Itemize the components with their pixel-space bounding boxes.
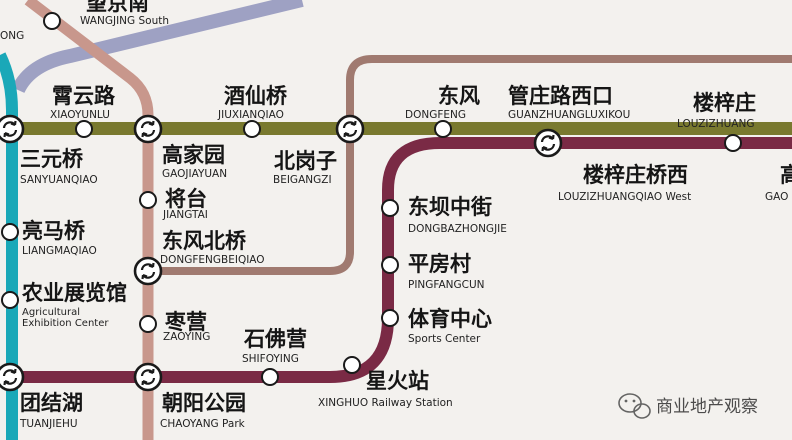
station-dot-tiyu-zhongxin[interactable] xyxy=(381,309,399,327)
label-gao-cut-cn: 高 xyxy=(780,163,792,187)
label-tiyu-zhongxin-cn: 体育中心 xyxy=(408,307,492,331)
label-dongfengbeiqiao-en: DONGFENGBEIQIAO xyxy=(160,254,265,266)
label-wangjing-south-en: WANGJING South xyxy=(80,15,169,27)
label-liangmaqiao-cn: 亮马桥 xyxy=(22,219,86,243)
transfer-icon-beigangzi[interactable] xyxy=(335,114,365,144)
label-louzizhuang-cn: 楼梓庄 xyxy=(693,91,756,115)
label-tiyu-zhongxin-en: Sports Center xyxy=(408,333,481,345)
transfer-icon-chaoyang-park[interactable] xyxy=(133,362,163,392)
label-sanyuanqiao-cn: 三元桥 xyxy=(20,147,84,171)
label-dongfeng-en: DONGFENG xyxy=(405,109,466,121)
line-teal xyxy=(0,52,18,440)
station-dot-pingfangcun[interactable] xyxy=(381,256,399,274)
label-beigangzi-cn: 北岗子 xyxy=(274,149,337,173)
station-dot-louzizhuang[interactable] xyxy=(724,134,742,152)
transfer-icon-dongfengbeiqiao[interactable] xyxy=(133,256,163,286)
label-jiangtai-en: JIANGTAI xyxy=(162,209,208,221)
station-dot-dongfeng[interactable] xyxy=(434,120,452,138)
label-pingfangcun-en: PINGFANGCUN xyxy=(408,279,485,291)
label-dongfengbeiqiao-cn: 东风北桥 xyxy=(162,229,247,253)
label-tuanjiehu-en: TUANJIEHU xyxy=(19,418,78,430)
label-gaojiayuan-cn: 高家园 xyxy=(162,143,225,167)
line-brown xyxy=(148,55,792,275)
station-dot-xiaoyunlu[interactable] xyxy=(75,120,93,138)
label-dongfeng-cn: 东风 xyxy=(438,84,480,108)
label-jiuxianqiao-en: JIUXIANQIAO xyxy=(217,109,284,121)
line-olive xyxy=(0,122,792,135)
label-left-cut-en: ONG xyxy=(0,30,24,42)
label-louzizhuangqiao-west-en: LOUZIZHUANGQIAO West xyxy=(558,191,691,203)
station-dot-nongye[interactable] xyxy=(1,291,19,309)
label-jiuxianqiao-cn: 酒仙桥 xyxy=(224,84,288,108)
watermark: 商业地产观察 xyxy=(618,393,758,419)
transfer-icon-tuanjiehu[interactable] xyxy=(0,362,25,392)
station-dot-wangjing-south[interactable] xyxy=(43,12,61,30)
line-lavender xyxy=(11,0,304,94)
label-beigangzi-en: BEIGANGZI xyxy=(273,174,332,186)
label-tuanjiehu-cn: 团结湖 xyxy=(20,391,83,415)
label-dongbazhongjie-cn: 东坝中街 xyxy=(408,195,492,219)
station-dot-jiuxianqiao[interactable] xyxy=(243,120,261,138)
label-zaoying-en: ZAOYING xyxy=(163,331,210,343)
label-nongye-cn: 农业展览馆 xyxy=(21,281,127,305)
label-chaoyang-park-cn: 朝阳公园 xyxy=(162,391,246,415)
label-guanzhuanglu-xikou-cn: 管庄路西口 xyxy=(508,84,613,108)
label-wangjing-south-cn: 望京南 xyxy=(86,0,149,15)
watermark-text: 商业地产观察 xyxy=(656,397,758,417)
label-xiaoyunlu-cn: 霄云路 xyxy=(52,84,116,108)
label-louzizhuang-en: LOUZIZHUANG xyxy=(677,118,754,130)
transfer-icon-gaojiayuan[interactable] xyxy=(133,114,163,144)
label-dongbazhongjie-en: DONGBAZHONGJIE xyxy=(408,223,507,235)
station-dot-liangmaqiao[interactable] xyxy=(1,223,19,241)
transfer-icon-sanyuanqiao[interactable] xyxy=(0,114,25,144)
label-guanzhuanglu-xikou-en: GUANZHUANGLUXIKOU xyxy=(508,109,630,121)
label-shifoying-cn: 石佛营 xyxy=(243,327,307,351)
label-chaoyang-park-en: CHAOYANG Park xyxy=(160,418,246,430)
label-nongye-en1: Agricultural xyxy=(22,307,80,318)
label-liangmaqiao-en: LIANGMAQIAO xyxy=(22,245,97,257)
label-shifoying-en: SHIFOYING xyxy=(242,353,299,365)
station-dot-xinghuo[interactable] xyxy=(343,356,361,374)
label-louzizhuangqiao-west-cn: 楼梓庄桥西 xyxy=(583,163,688,187)
label-nongye-en2: Exhibition Center xyxy=(22,318,109,329)
station-dot-shifoying[interactable] xyxy=(261,368,279,386)
transfer-icon-guanzhuanglu-xikou[interactable] xyxy=(533,128,563,158)
station-dot-dongbazhongjie[interactable] xyxy=(381,199,399,217)
label-sanyuanqiao-en: SANYUANQIAO xyxy=(20,174,98,186)
label-xiaoyunlu-en: XIAOYUNLU xyxy=(50,109,110,121)
label-pingfangcun-cn: 平房村 xyxy=(408,252,471,276)
label-xinghuo-cn: 星火站 xyxy=(366,369,429,393)
label-jiangtai-cn: 将台 xyxy=(165,187,207,211)
label-gaojiayuan-en: GAOJIAYUAN xyxy=(162,168,227,180)
label-gao-cut-en: GAO xyxy=(765,191,788,203)
station-dot-jiangtai[interactable] xyxy=(139,191,157,209)
label-zaoying-cn: 枣营 xyxy=(164,310,207,334)
label-xinghuo-en: XINGHUO Railway Station xyxy=(318,397,453,409)
wechat-icon xyxy=(618,393,651,419)
station-dot-zaoying[interactable] xyxy=(139,315,157,333)
